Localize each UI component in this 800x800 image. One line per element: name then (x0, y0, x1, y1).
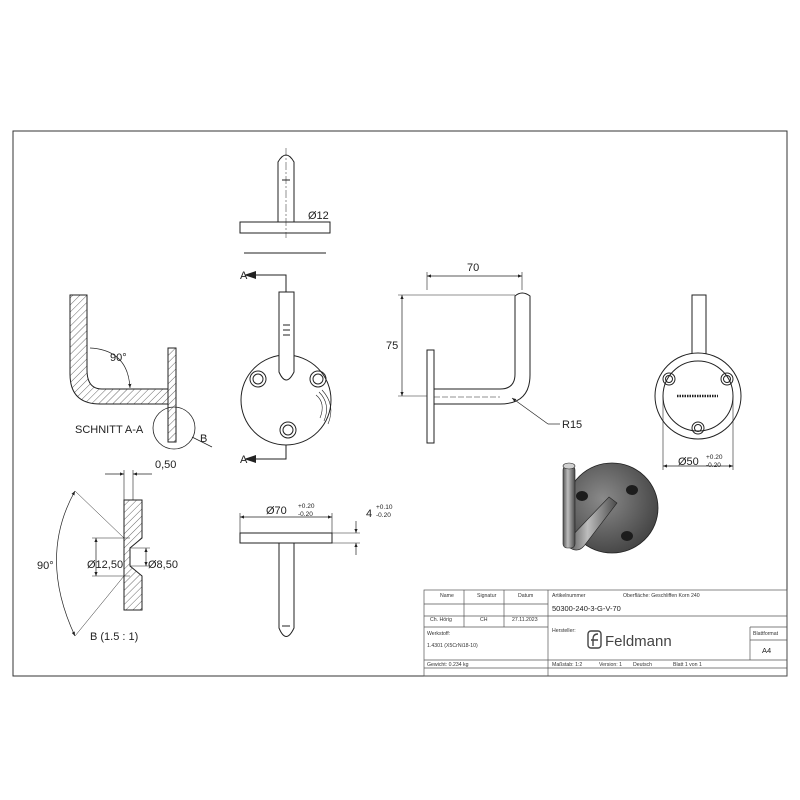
weight: Gewicht: 0.234 kg (427, 662, 469, 668)
signature-value: CH (480, 617, 488, 623)
sheet: Blatt 1 von 1 (673, 662, 702, 668)
plate-thickness-label: 4 (366, 508, 372, 520)
article-number: 50300-240-3-G-V-70 (552, 604, 621, 613)
height-label: 75 (386, 340, 398, 352)
name-value: Ch. Hörig (430, 617, 452, 623)
front-view (240, 271, 332, 463)
hole-diameter-label: Ø8,50 (148, 559, 178, 571)
detail-angle-label: 90° (37, 560, 54, 572)
pin-diameter-label: Ø12 (308, 210, 329, 222)
hole-circle-tol-lower: -0.20 (706, 462, 721, 469)
plate-diameter-tol-upper: +0.20 (298, 503, 315, 510)
col-date: Datum (518, 593, 533, 599)
feldmann-logo-icon (587, 630, 602, 649)
detail-b (56, 470, 152, 637)
scale: Maßstab: 1:2 (552, 662, 582, 668)
product-3d-render (562, 462, 659, 554)
plate-thickness-tol-upper: +0.10 (376, 504, 393, 511)
material-value: 1.4301 (X5CrNi18-10) (427, 643, 478, 649)
format-value: A4 (762, 646, 771, 655)
format-label: Blattformat (753, 631, 779, 637)
countersink-diameter-label: Ø12,50 (87, 559, 123, 571)
top-view (239, 148, 331, 254)
side-view-bottom (239, 513, 360, 637)
plate-diameter-tol-lower: -0.20 (298, 511, 313, 518)
col-signature: Signatur (477, 593, 497, 599)
hole-circle-tol-upper: +0.20 (706, 454, 723, 461)
back-view (654, 294, 742, 470)
plate-diameter-label: Ø70 (266, 505, 287, 517)
section-a-a (69, 294, 213, 450)
title-block (423, 589, 788, 677)
section-label: SCHNITT A-A (75, 424, 144, 436)
col-name: Name (440, 593, 454, 599)
hole-circle-label: Ø50 (678, 456, 699, 468)
date-value: 27.11.2023 (512, 617, 538, 623)
brand-name: Feldmann (605, 633, 672, 650)
material-label: Werkstoff: (427, 631, 450, 637)
language: Deutsch (633, 662, 652, 668)
chamfer-depth-label: 0,50 (155, 459, 176, 471)
surface-label: Oberfläche: Geschliffen Korn 240 (623, 593, 700, 599)
detail-label: B (1.5 : 1) (90, 631, 138, 643)
section-marker-bottom: A (240, 454, 248, 466)
version: Version: 1 (599, 662, 622, 668)
plate-thickness-tol-lower: -0.20 (376, 512, 391, 519)
manufacturer-label: Hersteller: (552, 628, 576, 634)
section-angle-label: 90° (110, 352, 127, 364)
detail-marker: B (200, 433, 207, 445)
section-marker-top: A (240, 270, 248, 282)
article-label: Artikelnummer (552, 593, 586, 599)
width-label: 70 (467, 262, 479, 274)
radius-label: R15 (562, 419, 582, 431)
drawing-frame (12, 130, 788, 677)
side-view-bend (398, 272, 560, 444)
